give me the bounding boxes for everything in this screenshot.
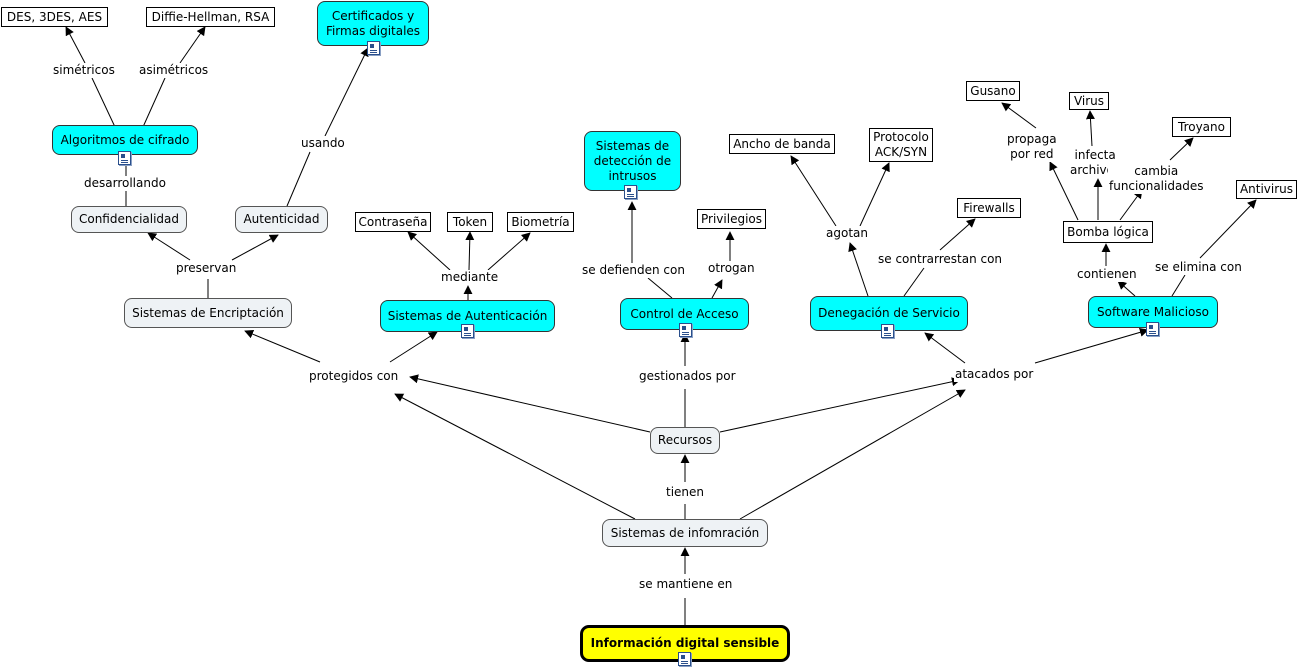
node-protocolo[interactable]: Protocolo ACK/SYN	[869, 128, 933, 162]
document-icon[interactable]	[881, 324, 894, 338]
node-bomba-logica[interactable]: Bomba lógica	[1063, 221, 1153, 243]
node-certificados[interactable]: Certificados y Firmas digitales	[317, 1, 429, 46]
link-label-agotan: agotan	[825, 226, 869, 241]
node-virus[interactable]: Virus	[1069, 92, 1109, 110]
document-icon[interactable]	[679, 323, 692, 337]
link-label-cambia: cambia funcionalidades	[1108, 164, 1205, 194]
link-label-tienen: tienen	[665, 485, 706, 500]
link-label-asimetricos: asimétricos	[138, 63, 210, 78]
document-icon[interactable]	[624, 185, 637, 199]
node-antivirus[interactable]: Antivirus	[1236, 180, 1297, 199]
node-firewalls[interactable]: Firewalls	[957, 198, 1021, 218]
node-software-malicioso[interactable]: Software Malicioso	[1088, 296, 1218, 328]
node-biometria[interactable]: Biometría	[507, 212, 574, 232]
node-algoritmos[interactable]: Algoritmos de cifrado	[52, 125, 198, 155]
node-autenticidad[interactable]: Autenticidad	[235, 206, 328, 233]
node-recursos[interactable]: Recursos	[650, 427, 720, 454]
node-ancho-banda[interactable]: Ancho de banda	[729, 134, 835, 154]
link-label-desarrollando: desarrollando	[83, 176, 167, 191]
link-label-contrarrestan: se contrarrestan con	[877, 252, 1004, 267]
link-label-elimina: se elimina con	[1154, 260, 1243, 275]
link-label-infecta: infecta archivos	[1069, 148, 1122, 178]
document-icon[interactable]	[461, 324, 474, 338]
node-contrasena[interactable]: Contraseña	[355, 212, 431, 232]
document-icon[interactable]	[678, 652, 691, 666]
document-icon[interactable]	[1146, 322, 1159, 336]
link-label-gestionados: gestionados por	[638, 369, 737, 384]
node-sistemas-informacion[interactable]: Sistemas de infomración	[602, 519, 768, 547]
node-diffie-hellman[interactable]: Diffie-Hellman, RSA	[146, 7, 275, 27]
document-icon[interactable]	[367, 41, 380, 55]
node-token[interactable]: Token	[447, 212, 493, 232]
link-label-preservan: preservan	[175, 261, 238, 276]
node-gusano[interactable]: Gusano	[966, 81, 1020, 101]
document-icon[interactable]	[118, 151, 131, 165]
link-label-propaga: propaga por red	[1006, 132, 1058, 162]
node-troyano[interactable]: Troyano	[1172, 117, 1231, 137]
node-des[interactable]: DES, 3DES, AES	[1, 7, 108, 27]
link-label-atacados: atacados por	[954, 367, 1035, 382]
node-sistemas-encriptacion[interactable]: Sistemas de Encriptación	[124, 298, 292, 328]
node-confidencialidad[interactable]: Confidencialidad	[71, 206, 187, 233]
node-privilegios[interactable]: Privilegios	[697, 209, 766, 229]
link-label-mantiene: se mantiene en	[638, 577, 734, 592]
link-label-mediante: mediante	[440, 270, 500, 285]
node-ids[interactable]: Sistemas de detección de intrusos	[584, 131, 681, 191]
link-label-simetricos: simétricos	[52, 63, 116, 78]
link-label-protegidos: protegidos con	[308, 369, 400, 384]
link-label-otrogan: otrogan	[707, 261, 756, 276]
link-label-defienden: se defienden con	[581, 263, 686, 278]
link-label-usando: usando	[300, 136, 346, 151]
link-label-contienen: contienen	[1076, 267, 1138, 282]
